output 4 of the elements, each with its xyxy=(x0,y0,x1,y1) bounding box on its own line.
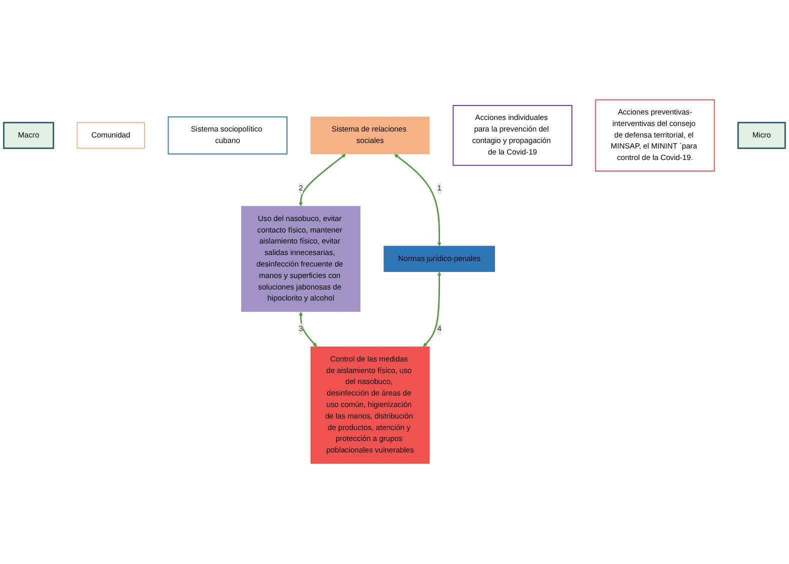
arrow xyxy=(298,312,318,348)
arrow xyxy=(394,154,442,247)
arrow xyxy=(423,272,442,348)
arrow xyxy=(298,154,346,207)
